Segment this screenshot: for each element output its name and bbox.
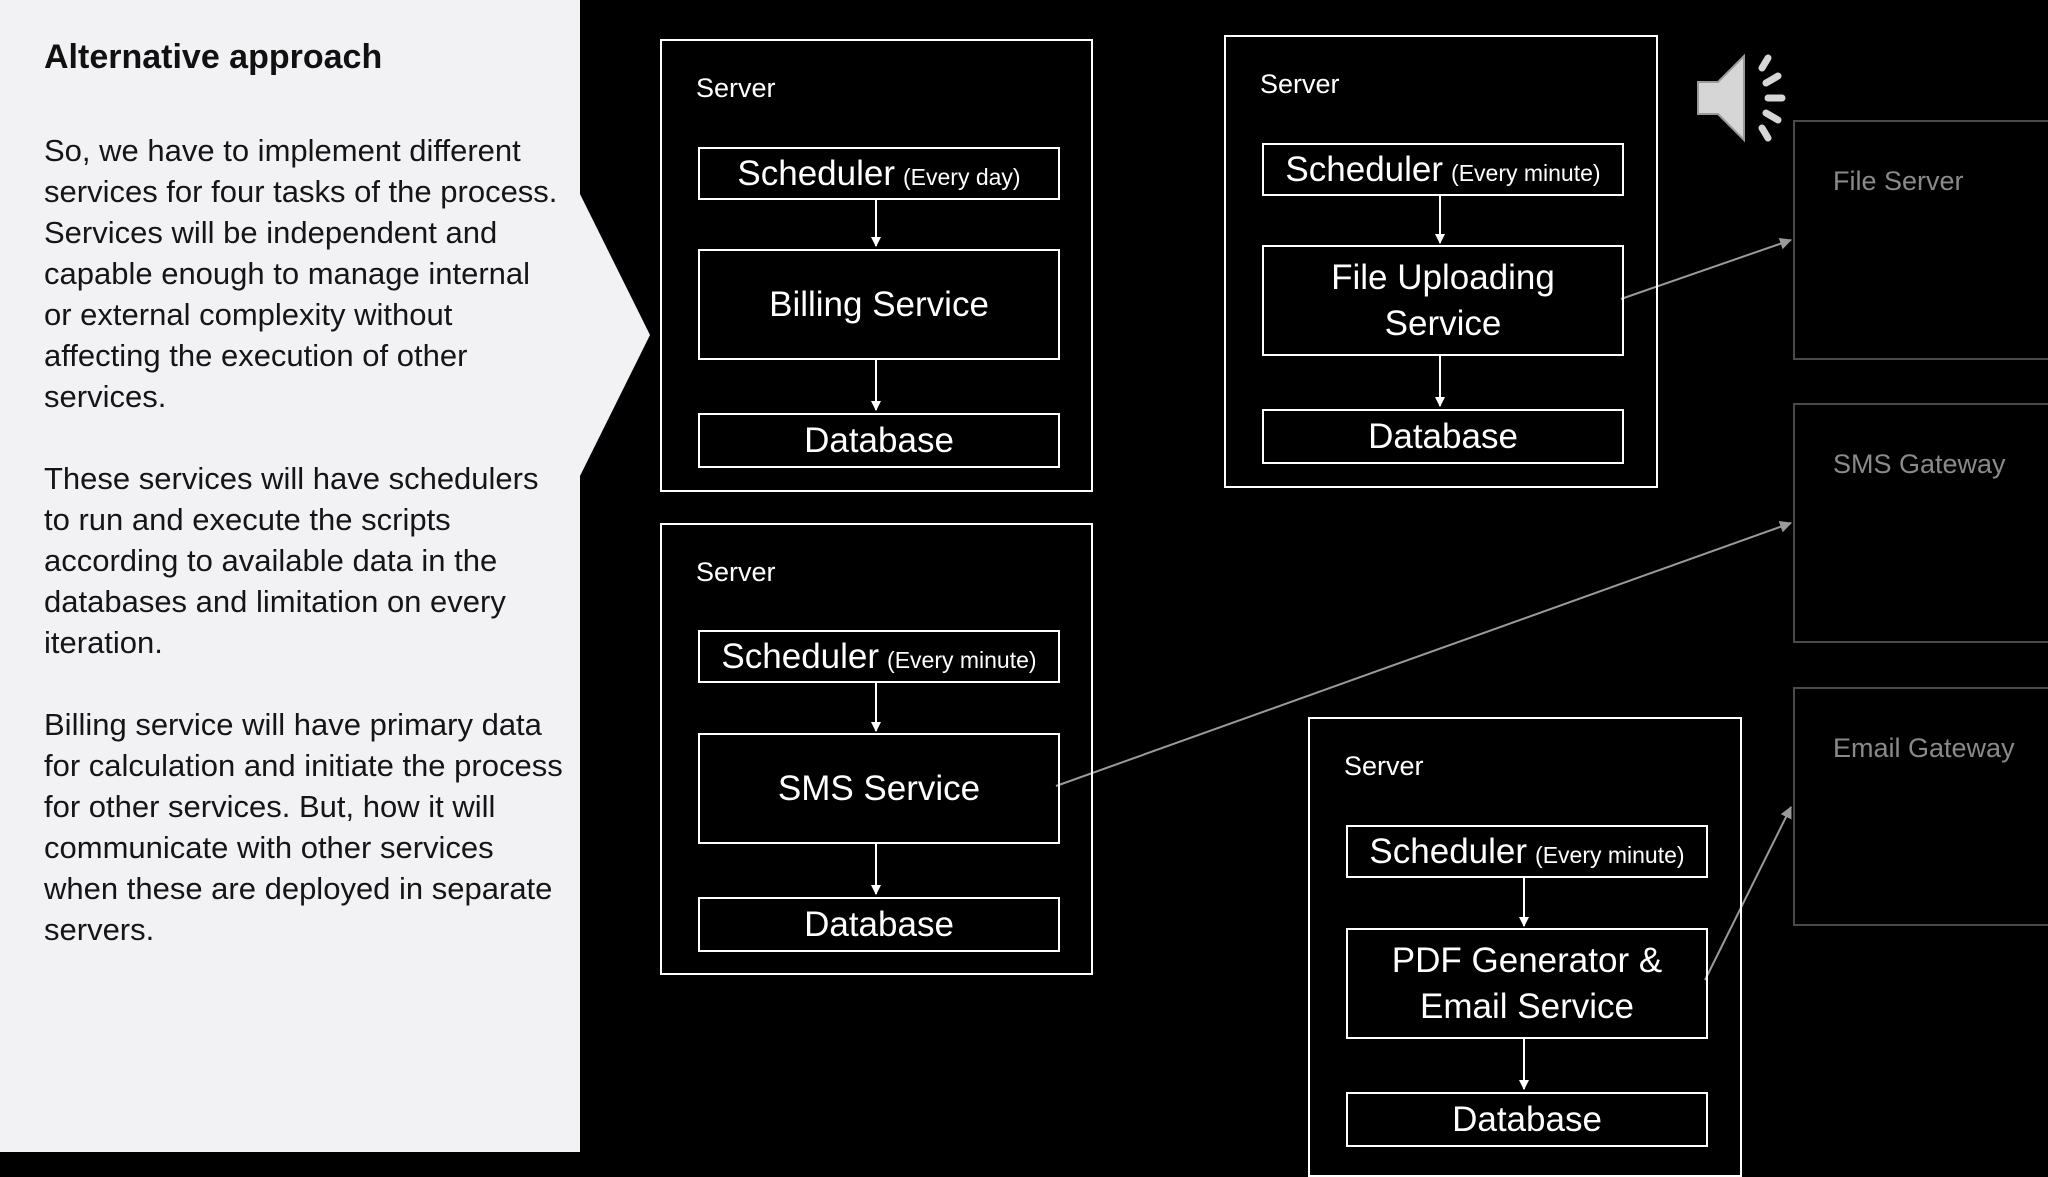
scheduler-box: Scheduler (Every minute) [698, 630, 1060, 683]
email-gateway-box: Email Gateway [1793, 687, 2048, 926]
database-box: Database [698, 413, 1060, 468]
server-billing: Server Scheduler (Every day) Billing Serv… [660, 39, 1093, 492]
service-label: Billing Service [769, 284, 989, 324]
database-label: Database [1368, 416, 1518, 456]
gateway-label: SMS Gateway [1833, 449, 2006, 479]
database-box: Database [698, 897, 1060, 952]
scheduler-box: Scheduler (Every minute) [1346, 825, 1708, 878]
scheduler-frequency: (Every minute) [887, 647, 1037, 673]
scheduler-box: Scheduler (Every minute) [1262, 143, 1624, 196]
speaker-icon[interactable] [1690, 48, 1800, 148]
scheduler-label: Scheduler [721, 636, 880, 676]
paragraph-intro: So, we have to implement different servi… [44, 133, 558, 414]
scheduler-box: Scheduler (Every day) [698, 147, 1060, 200]
service-label: File Uploading Service [1331, 257, 1555, 343]
text-panel: Alternative approach So, we have to impl… [0, 0, 580, 1152]
scheduler-label: Scheduler [1369, 831, 1528, 871]
service-label: SMS Service [777, 768, 981, 808]
paragraph-billing: Billing service will have primary data f… [44, 707, 563, 947]
server-file-uploading: Server Scheduler (Every minute) File Uplo… [1224, 35, 1658, 488]
database-label: Database [804, 420, 954, 460]
service-label: PDF Generator & Email Service [1391, 940, 1663, 1026]
server-label: Server [696, 73, 776, 103]
scheduler-frequency: (Every minute) [1451, 160, 1601, 186]
server-label: Server [696, 557, 776, 587]
sms-gateway-box: SMS Gateway [1793, 403, 2048, 643]
scheduler-label: Scheduler [1285, 149, 1444, 189]
database-label: Database [1452, 1099, 1602, 1139]
connectors [871, 194, 1792, 1090]
database-label: Database [804, 904, 954, 944]
paragraph-schedulers: These services will have schedulers to r… [44, 461, 539, 660]
panel-pointer [578, 190, 650, 480]
arrow-sms-to-sms-gateway [1055, 521, 1792, 787]
database-box: Database [1346, 1092, 1708, 1147]
scheduler-frequency: (Every day) [903, 164, 1021, 190]
file-uploading-service-box: File Uploading Service [1262, 245, 1624, 356]
scheduler-label: Scheduler [737, 153, 895, 193]
arrow-upload-to-file-server [1620, 237, 1792, 300]
server-sms: Server Scheduler (Every minute) SMS Servi… [660, 523, 1093, 975]
billing-service-box: Billing Service [698, 249, 1060, 360]
gateway-label: Email Gateway [1833, 733, 2015, 763]
file-server-box: File Server [1793, 120, 2048, 360]
sms-service-box: SMS Service [698, 733, 1060, 844]
server-label: Server [1344, 751, 1424, 781]
arrow-pdf-to-email-gateway [1704, 806, 1792, 981]
panel-title: Alternative approach [44, 38, 383, 76]
scheduler-frequency: (Every minute) [1535, 842, 1685, 868]
server-label: Server [1260, 69, 1340, 99]
gateway-label: File Server [1833, 166, 1964, 196]
server-pdf-email: Server Scheduler (Every minute) PDF Gener… [1308, 717, 1742, 1177]
pdf-email-service-box: PDF Generator & Email Service [1346, 928, 1708, 1039]
database-box: Database [1262, 409, 1624, 464]
